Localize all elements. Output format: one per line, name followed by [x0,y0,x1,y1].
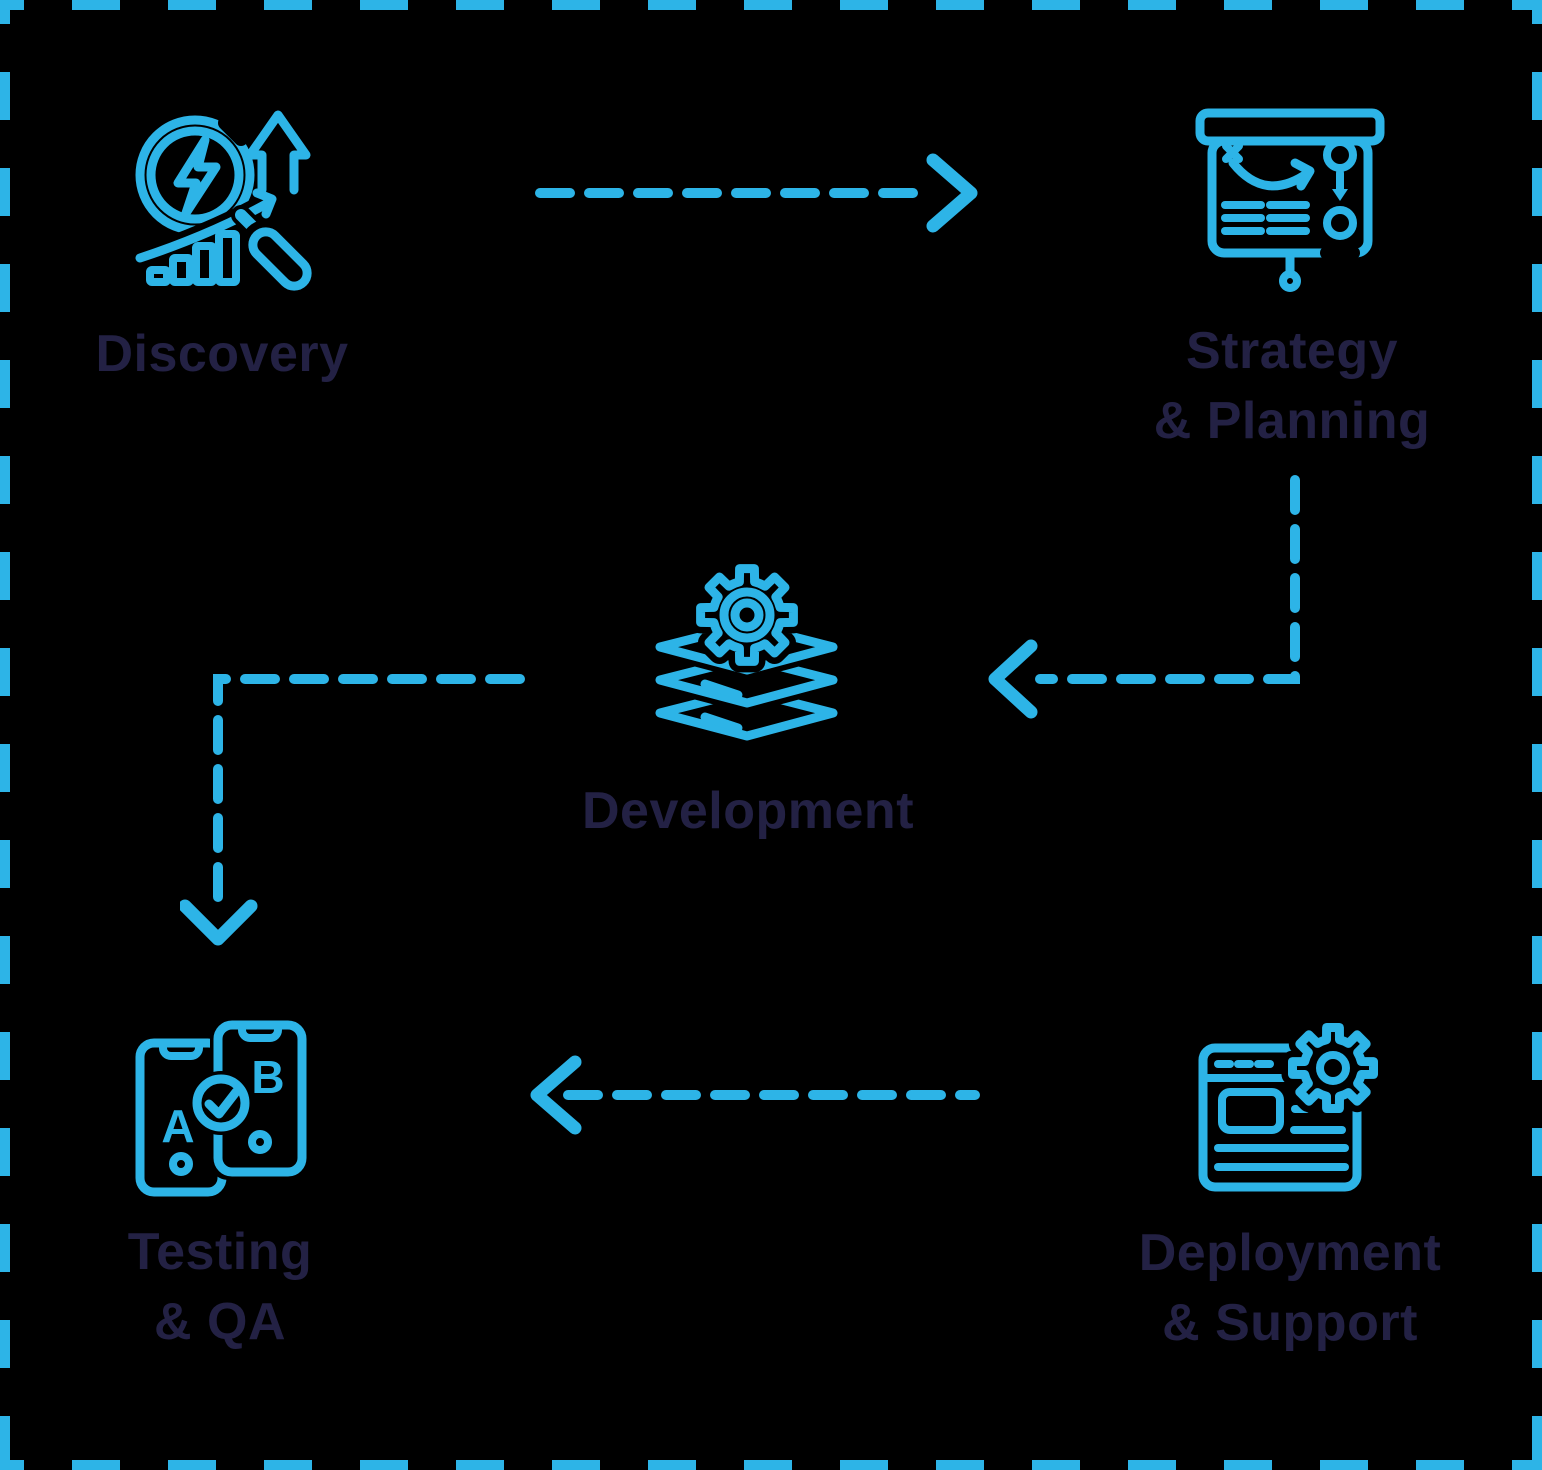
border-dash-right [1532,0,1542,1470]
border-dash-bottom [0,1460,1542,1470]
node-discovery-label: Discovery [42,319,402,389]
gear-icon [1288,1023,1378,1113]
layers-gear-icon [650,560,840,746]
arrow-development-to-testing [180,674,525,946]
node-deployment-label: Deployment & Support [1110,1218,1470,1358]
strategy-board-icon [1195,108,1385,292]
arrow-discovery-to-strategy [535,153,978,233]
magnifier-analytics-icon [129,110,315,295]
variant-a-letter: A [161,1100,194,1152]
label-line: Development [581,782,915,840]
label-line: Testing [127,1223,313,1281]
label-line: Strategy [1185,322,1399,380]
node-testing-label: Testing & QA [40,1217,400,1357]
label-line: & Planning [1153,392,1431,450]
border-dash-top [0,0,1542,10]
variant-b-letter: B [251,1051,284,1103]
border-dash-left [0,0,10,1470]
label-line: & Support [1162,1294,1418,1352]
browser-gear-icon [1198,1020,1380,1192]
arrow-strategy-to-development [988,475,1300,719]
label-line: & QA [154,1293,286,1351]
node-development-label: Development [568,776,928,846]
checkmark-circle-icon [192,1074,250,1132]
label-line: Discovery [95,325,349,383]
node-strategy-label: Strategy & Planning [1112,316,1472,456]
arrow-deployment-to-testing [530,1055,980,1135]
ab-test-phones-icon: A B [135,1017,310,1197]
label-line: Deployment [1138,1224,1442,1282]
